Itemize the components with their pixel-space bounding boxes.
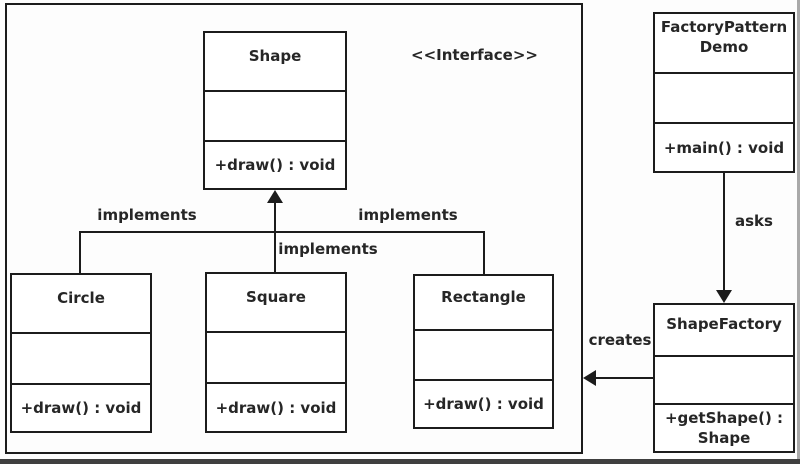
implements-label-right: implements [358,206,458,224]
creates-label: creates [588,331,652,349]
implements-edge-rectangle [483,231,485,275]
asks-label: asks [735,212,773,230]
attributes-compartment [207,333,345,384]
asks-edge-line [723,172,725,291]
attributes-compartment [12,334,150,385]
methods-compartment: +draw() : void [215,398,337,417]
attributes-compartment [655,74,793,124]
class-box-shape-factory: ShapeFactory +getShape() : Shape [653,303,795,453]
attributes-compartment [655,357,793,405]
class-name: Circle [12,275,150,334]
class-box-factory-pattern-demo: FactoryPattern Demo +main() : void [653,12,795,173]
class-name-line2: Demo [699,38,749,56]
implements-edge-circle [79,231,81,274]
class-box-square: Square +draw() : void [205,272,347,433]
class-box-rectangle: Rectangle +draw() : void [413,274,554,429]
implements-arrowhead-icon [267,190,283,203]
implements-label-left: implements [97,206,197,224]
implements-edge-square [274,231,276,273]
methods-compartment: +draw() : void [423,395,544,413]
method-line1: +getShape() : [664,409,784,427]
attributes-compartment [415,331,552,381]
image-right-border [797,0,800,459]
methods-compartment: +draw() : void [20,399,142,417]
class-box-circle: Circle +draw() : void [10,273,152,433]
implements-arrow-shaft [274,200,276,233]
implements-bus-line [79,231,485,233]
class-name: Shape [205,33,345,92]
method-line2: Shape [697,429,751,447]
shapes-package-boundary [5,3,583,454]
class-name: Rectangle [415,276,552,331]
class-box-shape: Shape +draw() : void [203,31,347,190]
class-name: Square [207,274,345,333]
methods-compartment: +main() : void [663,138,785,157]
asks-arrowhead-icon [716,290,732,303]
creates-arrowhead-icon [583,370,596,386]
creates-edge-line [595,377,653,379]
attributes-compartment [205,92,345,142]
methods-compartment: +getShape() : Shape [655,405,793,451]
implements-label-center: implements [278,240,378,258]
interface-stereotype-label: <<Interface>> [411,46,538,64]
class-name: ShapeFactory [655,305,793,357]
class-name-line1: FactoryPattern [660,18,788,36]
methods-compartment: +draw() : void [214,156,336,174]
image-bottom-border [0,459,800,464]
class-name: FactoryPattern Demo [655,14,793,74]
